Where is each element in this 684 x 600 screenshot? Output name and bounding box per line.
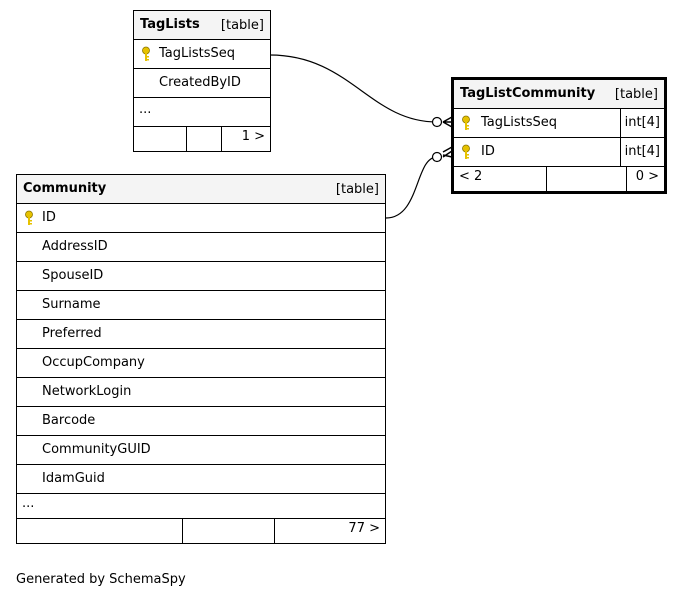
column-row[interactable]: SpouseID (17, 262, 385, 291)
column-name: OccupCompany (42, 355, 145, 370)
relationship-taglists-to-taglistcommunity (269, 54, 438, 123)
column-row[interactable]: TagListsSeq int[4] (454, 109, 664, 138)
table-header: Community [table] (17, 175, 385, 204)
table-footer: 77 > (17, 519, 385, 543)
parent-count: < 2 (459, 169, 483, 184)
column-name: Preferred (42, 326, 102, 341)
column-row[interactable]: IdamGuid (17, 465, 385, 494)
table-footer: 1 > (134, 127, 270, 151)
column-row[interactable]: ID int[4] (454, 138, 664, 167)
crowfoot-marker (442, 146, 453, 158)
table-footer: < 2 0 > (454, 167, 664, 191)
primary-key-icon (142, 46, 150, 61)
crowfoot-marker (442, 116, 453, 128)
relationship-community-to-taglistcommunity (385, 156, 438, 219)
more-columns-indicator: ... (134, 98, 270, 127)
table-name: Community (23, 181, 107, 196)
table-name: TagLists (140, 17, 200, 32)
column-row[interactable]: TagListsSeq (134, 40, 270, 69)
primary-key-icon (462, 115, 470, 130)
child-count: 0 > (635, 169, 659, 184)
column-name: IdamGuid (42, 471, 105, 486)
column-row[interactable]: Surname (17, 291, 385, 320)
generated-by-text: Generated by SchemaSpy (16, 572, 186, 587)
column-row[interactable]: AddressID (17, 233, 385, 262)
column-name: TagListsSeq (159, 46, 236, 61)
table-header: TagLists [table] (134, 11, 270, 40)
column-row[interactable]: CommunityGUID (17, 436, 385, 465)
optional-marker (431, 151, 443, 163)
column-row[interactable]: Barcode (17, 407, 385, 436)
column-name: NetworkLogin (42, 384, 132, 399)
column-name: Barcode (42, 413, 96, 428)
child-count: 1 > (241, 129, 265, 144)
optional-marker (431, 116, 443, 128)
table-kind: [table] (614, 87, 658, 102)
table-kind: [table] (335, 182, 379, 197)
table-name: TagListCommunity (460, 86, 596, 101)
table-taglistcommunity[interactable]: TagListCommunity [table] TagListsSeq int… (451, 77, 667, 194)
column-name: CommunityGUID (42, 442, 151, 457)
column-row[interactable]: Preferred (17, 320, 385, 349)
table-community[interactable]: Community [table] ID AddressID SpouseID … (16, 174, 386, 544)
child-count: 77 > (348, 521, 380, 536)
column-row[interactable]: ID (17, 204, 385, 233)
primary-key-icon (25, 210, 33, 225)
column-name: TagListsSeq (481, 115, 558, 130)
column-name: CreatedByID (159, 75, 241, 90)
column-type: int[4] (619, 109, 664, 137)
column-row[interactable]: OccupCompany (17, 349, 385, 378)
column-name: ID (481, 144, 495, 159)
column-name: ID (42, 210, 56, 225)
column-name: AddressID (42, 239, 108, 254)
table-kind: [table] (220, 18, 264, 33)
column-row[interactable]: NetworkLogin (17, 378, 385, 407)
column-row[interactable]: CreatedByID (134, 69, 270, 98)
more-columns-indicator: ... (17, 494, 385, 519)
primary-key-icon (462, 144, 470, 159)
table-taglists[interactable]: TagLists [table] TagListsSeq CreatedByID… (133, 10, 271, 152)
table-header: TagListCommunity [table] (454, 80, 664, 109)
column-name: Surname (42, 297, 101, 312)
column-name: SpouseID (42, 268, 104, 283)
column-type: int[4] (619, 138, 664, 166)
